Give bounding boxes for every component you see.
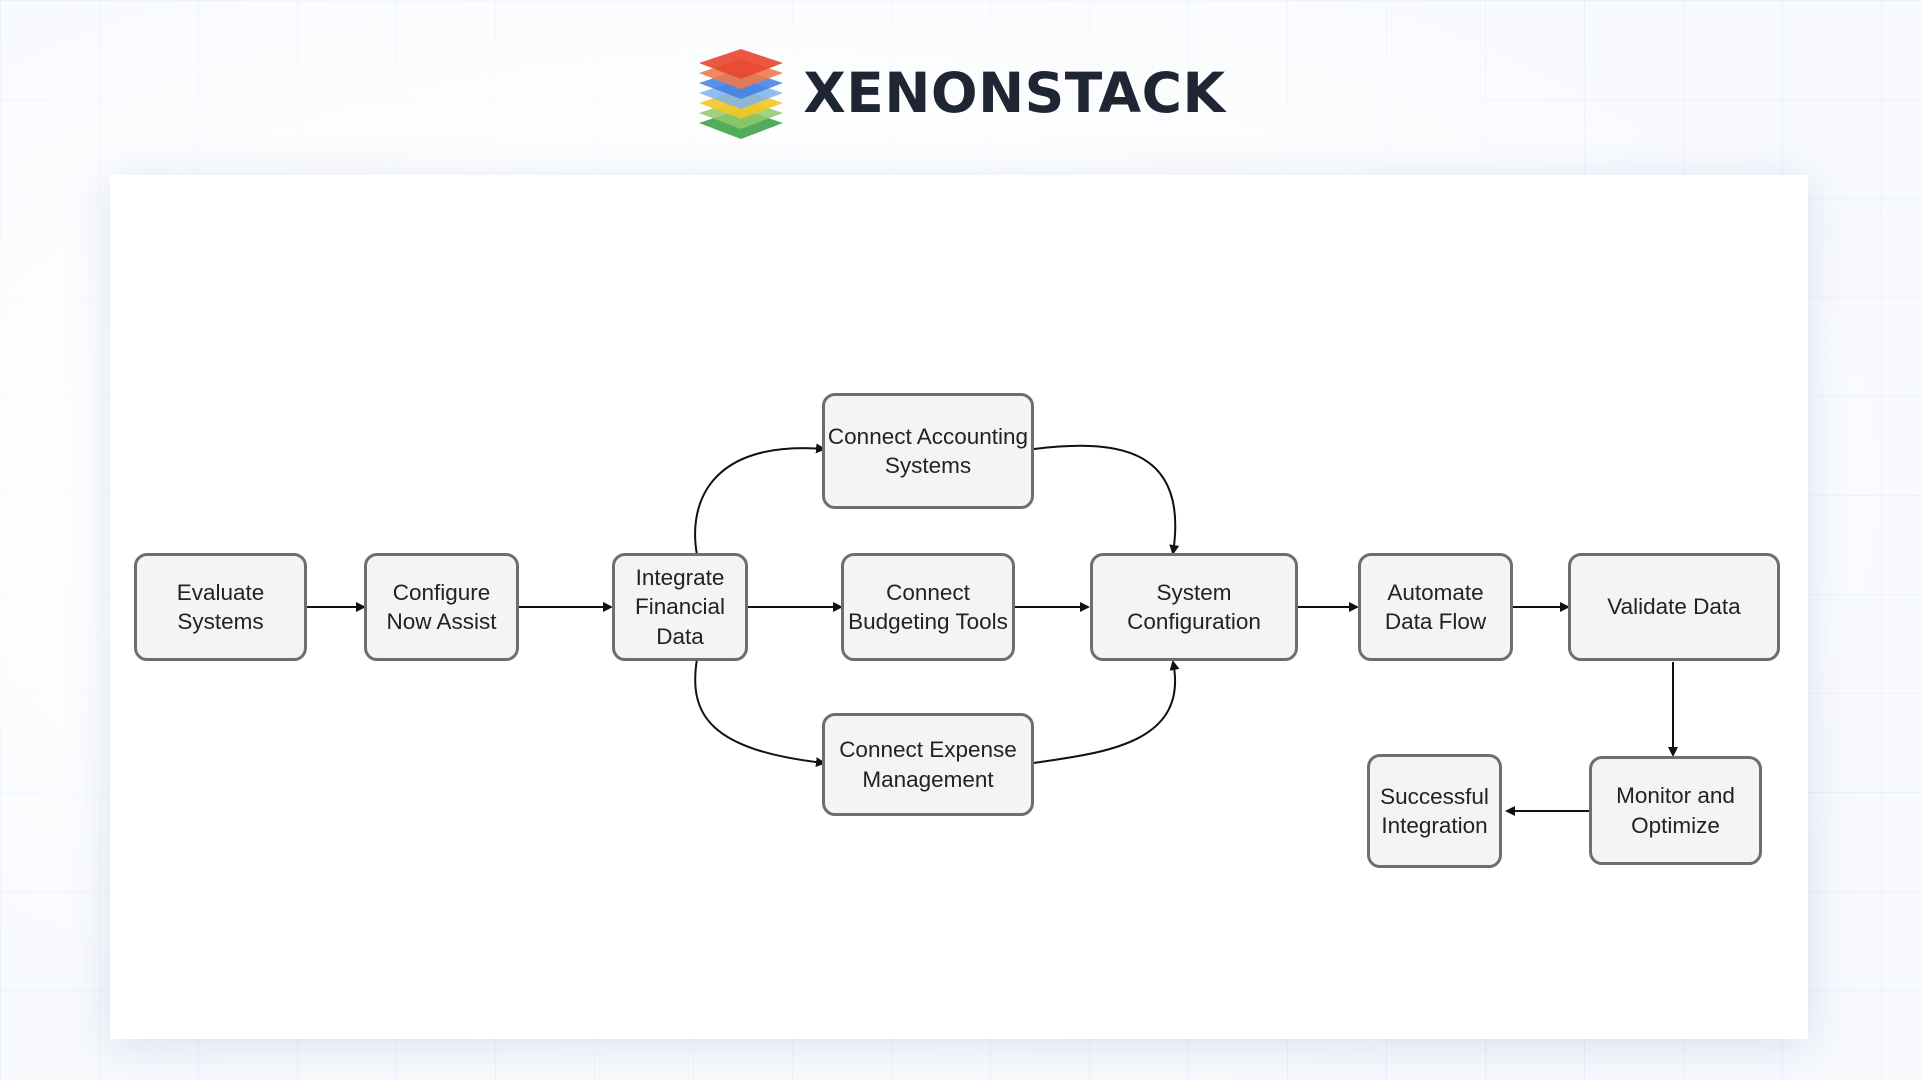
node-validate-data: Validate Data xyxy=(1568,553,1780,661)
node-evaluate-systems: Evaluate Systems xyxy=(134,553,307,661)
edge-integrate-accounting xyxy=(694,443,826,556)
node-integrate-financial-data: Integrate Financial Data xyxy=(612,553,748,661)
edge-expense-sysconfig xyxy=(1033,660,1180,764)
node-successful-integration: Successful Integration xyxy=(1367,754,1502,868)
diagram-edges xyxy=(306,443,1678,816)
node-connect-expense-management: Connect Expense Management xyxy=(822,713,1034,816)
brand-header: XENONSTACK xyxy=(0,38,1921,148)
edge-accounting-sysconfig xyxy=(1033,444,1180,555)
brand-name: XENONSTACK xyxy=(803,60,1226,125)
diagram-canvas: Evaluate Systems Configure Now Assist In… xyxy=(110,175,1808,1039)
node-automate-data-flow: Automate Data Flow xyxy=(1358,553,1513,661)
node-monitor-and-optimize: Monitor and Optimize xyxy=(1589,756,1762,865)
node-connect-accounting-systems: Connect Accounting Systems xyxy=(822,393,1034,509)
layered-stack-logo-icon xyxy=(699,49,784,139)
edge-integrate-expense xyxy=(694,658,826,768)
node-system-configuration: System Configuration xyxy=(1090,553,1298,661)
node-configure-now-assist: Configure Now Assist xyxy=(364,553,519,661)
node-connect-budgeting-tools: Connect Budgeting Tools xyxy=(841,553,1015,661)
